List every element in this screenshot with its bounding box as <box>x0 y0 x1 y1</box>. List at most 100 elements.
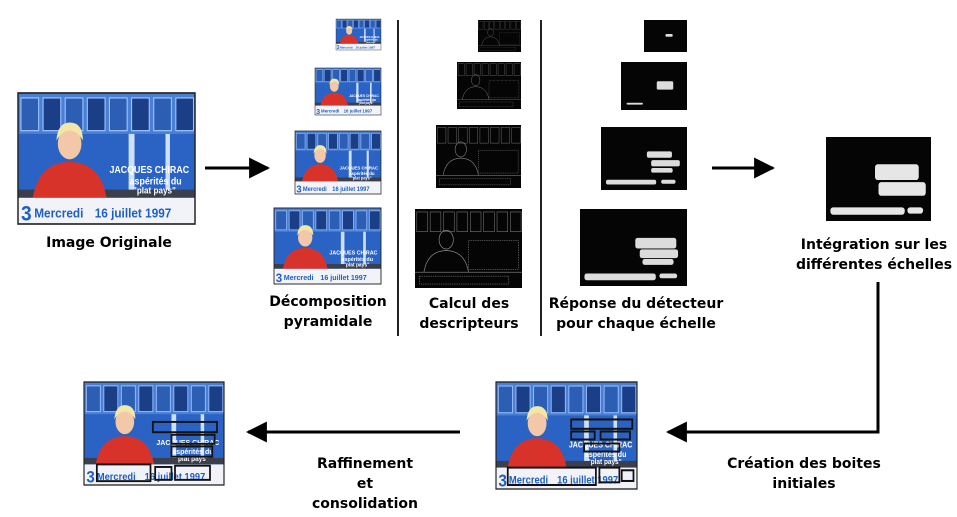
pyramid-level-4-caption-line-1: aspérités du <box>342 257 373 263</box>
pyramid-level-4-headline: JACQUES CHIRAC <box>329 250 377 256</box>
original-image-frame-date-banner <box>18 197 196 224</box>
descriptor-level-4-edge-monitor <box>470 211 482 233</box>
pyramid-level-2-anchor-hair <box>329 78 340 86</box>
descriptor-level-1-edge-monitor <box>489 21 494 30</box>
refined-result-frame-monitor <box>155 385 171 413</box>
pyramid-level-3-monitor <box>360 133 370 150</box>
descriptor-level-2-edge-monitor <box>473 63 481 76</box>
initial-boxes-frame-date-banner <box>496 467 637 489</box>
refined-result-frame-headline: JACQUES CHIRAC <box>156 438 220 447</box>
descriptor-level-4-edge-text <box>468 240 519 270</box>
descriptor-level-2-edge-anchor <box>462 86 490 100</box>
pyramid-level-1-border <box>335 18 382 51</box>
descriptor-level-1-edge-monitor <box>510 21 516 30</box>
pyramid-level-4-date-banner <box>274 268 381 284</box>
label-descriptors-line-1: Calcul des <box>428 296 510 312</box>
initial-boxes-frame-text-box <box>570 418 634 430</box>
descriptor-level-2-background <box>457 62 521 109</box>
initial-boxes-frame-date-weekday: Mercredi <box>509 475 548 487</box>
arrow-integration-to-boxes <box>665 282 880 443</box>
label-descriptor-computation: Calcul des descripteurs <box>404 294 534 334</box>
descriptor-level-1-edge-monitor <box>478 21 484 30</box>
pyramid-level-4-pillar <box>340 231 345 270</box>
pyramid-level-3-border <box>294 130 382 195</box>
response-level-3-response-blob <box>651 167 673 173</box>
response-level-4-response-blob <box>639 249 679 259</box>
descriptor-level-3-edge-monitor <box>437 127 447 144</box>
pyramid-level-3-channel-logo: 3 <box>296 184 302 196</box>
descriptor-level-1-background <box>478 20 521 52</box>
pyramid-level-1-pillar <box>364 28 366 45</box>
pyramid-level-3-anchor-hair <box>313 145 327 154</box>
descriptor-level-1-edge-monitor <box>494 21 500 30</box>
refined-result-frame-channel-logo: 3 <box>86 469 95 487</box>
response-level-4-response-blob <box>584 273 656 281</box>
descriptor-level-2-edge-monitor <box>497 63 505 76</box>
pyramid-level-4-anchor-face <box>298 228 313 247</box>
pyramid-level-3-monitor <box>328 133 338 150</box>
pyramid-level-3-pillar <box>348 150 352 183</box>
descriptor-level-4-edge-monitor <box>443 211 455 233</box>
label-refinement-line-2: et <box>356 476 374 492</box>
response-level-3-background <box>601 127 687 190</box>
initial-boxes-frame-pillar <box>613 415 618 469</box>
descriptor-level-3-background <box>436 125 521 188</box>
initial-boxes-frame-text-box <box>599 430 631 441</box>
pyramid-level-1-channel-logo: 3 <box>337 45 340 51</box>
descriptor-level-3-edge-monitor <box>469 127 479 144</box>
pyramid-level-4-pillar <box>363 231 366 270</box>
label-pyramid-line-1: Décomposition <box>269 294 387 310</box>
descriptor-level-3-edge-monitor <box>479 127 489 144</box>
initial-boxes-frame-border <box>495 381 638 490</box>
initial-boxes-frame-text-box <box>620 469 635 482</box>
label-detector-response: Réponse du détecteur pour chaque échelle <box>541 294 731 334</box>
pyramid-level-4-monitor <box>315 210 327 231</box>
response-level-1-response-blob <box>665 34 673 37</box>
pyramid-level-3-monitor <box>339 133 349 150</box>
pyramid-level-1-caption-line-1: aspérités du <box>364 39 378 42</box>
descriptor-level-1 <box>478 20 522 52</box>
refined-result-frame-monitor <box>190 385 206 413</box>
descriptor-level-1-edge-face <box>487 28 494 37</box>
descriptor-level-2-edge-monitor <box>489 63 497 76</box>
pyramid-level-4-monitor <box>355 210 368 231</box>
initial-boxes-frame-pillar <box>584 415 589 469</box>
descriptor-level-4-background <box>415 209 522 288</box>
pyramid-level-4-date-weekday: Mercredi <box>284 273 314 282</box>
descriptor-level-1-edge-monitor <box>505 21 510 30</box>
initial-boxes-frame-text-box <box>506 466 597 486</box>
refined-result-frame-text-box <box>174 464 211 481</box>
initial-boxes-frame-monitor <box>568 385 584 414</box>
refined-result-frame-caption-line-1: aspérités du <box>172 447 214 456</box>
initial-boxes-frame-anchor-jacket <box>507 438 567 468</box>
pyramid-level-2-monitor <box>357 69 365 82</box>
pyramid-level-1-desk <box>336 41 381 44</box>
response-level-4-response-blob <box>635 237 677 249</box>
descriptor-level-3-edge-anchor <box>442 157 479 176</box>
refined-result-frame-monitor <box>85 385 101 413</box>
pyramid-level-4-channel-logo: 3 <box>276 271 283 285</box>
pyramid-level-4-anchor-hair <box>297 225 314 236</box>
original-image-frame-monitor <box>42 97 62 132</box>
pyramid-level-3-monitor <box>306 133 317 150</box>
pyramid-level-2-monitor <box>315 69 323 82</box>
pyramid-level-3-anchor-jacket <box>302 164 338 182</box>
initial-boxes-frame-monitor <box>603 385 619 414</box>
original-image-frame-anchor-face <box>57 128 82 160</box>
original-image-frame-monitor <box>86 97 106 132</box>
response-level-2 <box>621 62 687 110</box>
pyramid-level-2-headline: JACQUES CHIRAC <box>349 94 379 98</box>
descriptor-level-4-edge-monitor <box>456 211 468 233</box>
pyramid-level-1-date-day: 16 juillet 1997 <box>356 45 376 49</box>
refined-result-frame-anchor-jacket <box>95 436 154 465</box>
response-level-1 <box>644 20 687 52</box>
initial-boxes-frame-text-box <box>598 466 621 484</box>
label-boxes-line-1: Création des boites <box>727 456 881 472</box>
label-descriptors-line-2: descripteurs <box>419 316 519 332</box>
pyramid-level-1-monitor <box>353 20 359 29</box>
descriptor-level-2-edge-monitor <box>513 63 521 76</box>
